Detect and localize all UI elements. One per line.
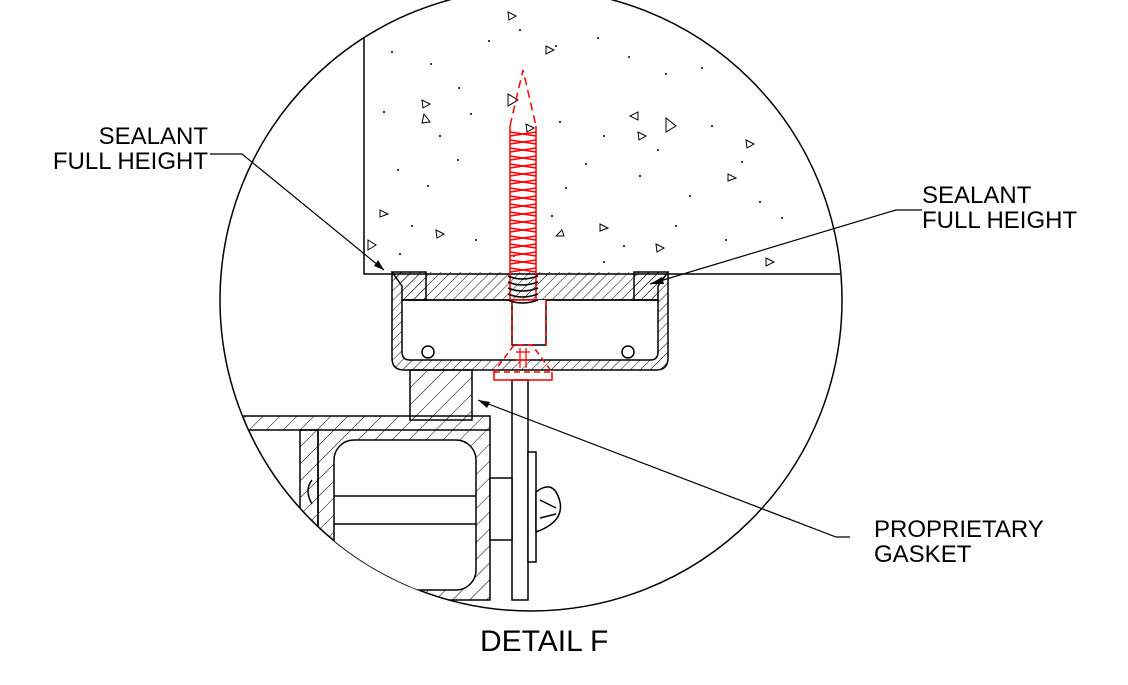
fastener-screw — [492, 69, 554, 381]
label-gasket-line2: GASKET — [874, 541, 972, 568]
label-sealant-right-line2: FULL HEIGHT — [922, 207, 1078, 234]
proprietary-gasket — [409, 369, 473, 421]
label-sealant-left: SEALANT FULL HEIGHT — [18, 124, 208, 174]
label-gasket-line1: PROPRIETARY — [874, 516, 1044, 543]
label-sealant-right-line1: SEALANT — [922, 182, 1032, 209]
label-sealant-left-line1: SEALANT — [98, 123, 208, 150]
leader-arrowheads — [374, 260, 664, 408]
leader-gasket — [477, 399, 850, 538]
fastener-thread-engagement — [507, 275, 539, 304]
leader-sealant-right — [649, 209, 922, 285]
label-gasket: PROPRIETARY GASKET — [874, 517, 1044, 567]
detail-circle — [219, 0, 843, 612]
detail-title: DETAIL F — [480, 625, 609, 658]
label-sealant-left-line2: FULL HEIGHT — [52, 148, 208, 175]
aluminium-extrusion — [390, 271, 670, 371]
label-sealant-right: SEALANT FULL HEIGHT — [922, 183, 1077, 233]
bracket-plate — [489, 379, 562, 601]
leader-sealant-left — [210, 153, 385, 271]
leader-lines — [210, 153, 922, 538]
concrete-block — [363, 0, 840, 275]
support-frame — [239, 415, 491, 601]
